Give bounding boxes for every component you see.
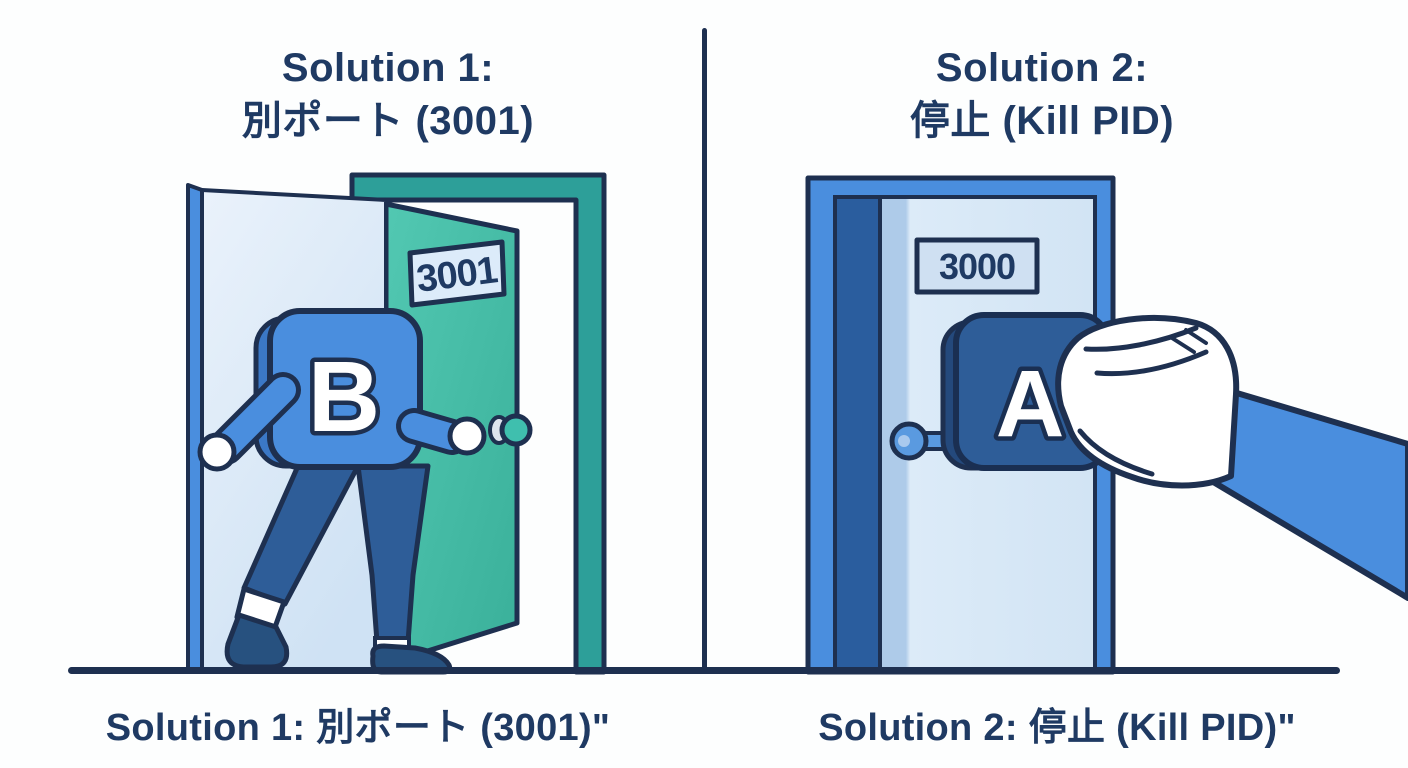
pressing-hand [1055, 315, 1240, 489]
panel-divider-line [702, 28, 707, 672]
character-b-body: B [253, 308, 423, 470]
solution1-title-line1: Solution 1: [281, 46, 495, 90]
solution2-illustration: 3000 A [805, 175, 1408, 675]
teal-door-knob [488, 413, 533, 447]
character-b-arms [197, 372, 487, 472]
solution2-title-line1: Solution 2: [935, 46, 1149, 90]
right-arm [401, 413, 465, 450]
solution1-title-line2: 別ポート (3001) [241, 98, 535, 143]
door-jamb-shadow [833, 195, 882, 674]
door-sign-plate [407, 239, 507, 308]
solution2-title-line2: 停止 (Kill PID) [909, 98, 1175, 143]
finger-line-2 [1094, 349, 1209, 377]
solution2-caption: Solution 2: 停止 (Kill PID)" [818, 707, 1296, 749]
solution1-caption: Solution 1: 別ポート (3001)" [105, 707, 611, 749]
left-arm [213, 377, 296, 460]
doorway-panel-edge [186, 183, 204, 674]
solution2-title: Solution 2: 停止 (Kill PID) [732, 42, 1352, 148]
door-sign-3000: 3000 [914, 237, 1040, 295]
left-glove [197, 432, 237, 472]
sleeve [1207, 385, 1408, 601]
handle-knob-highlight [898, 435, 910, 447]
finger-line-1 [1083, 325, 1199, 352]
character-letter: B [308, 341, 380, 453]
ground-line [68, 667, 1340, 674]
solution1-illustration: 3001 B [186, 172, 607, 675]
character-letter: A [996, 351, 1065, 457]
door-sign-number: 3001 [414, 249, 500, 301]
knuckle-creases [1170, 328, 1208, 354]
thumb-line [1077, 428, 1155, 477]
door-sign-plate [914, 237, 1040, 295]
knob-ball [499, 413, 533, 447]
solution1-title: Solution 1: 別ポート (3001) [78, 42, 698, 148]
right-glove [447, 416, 487, 456]
door-sign-3001: 3001 [407, 239, 507, 308]
door-sign-number: 3000 [939, 246, 1015, 287]
